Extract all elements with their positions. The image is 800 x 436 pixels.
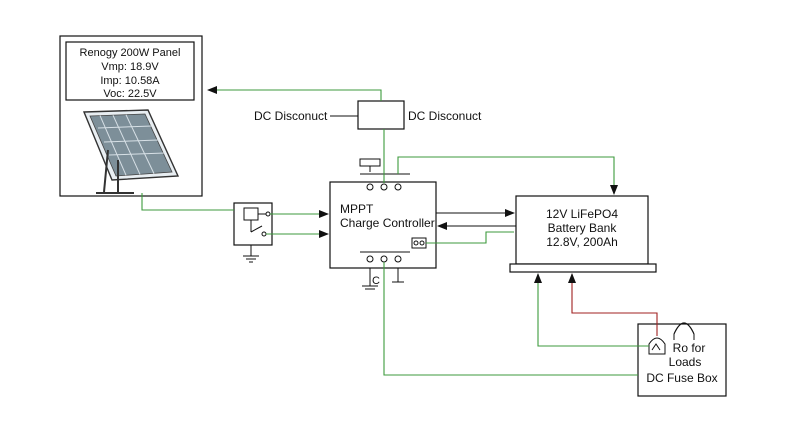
battery-base <box>509 263 657 273</box>
fusebox-line3: DC Fuse Box <box>646 371 717 385</box>
terminal-icon <box>394 183 402 191</box>
terminal-icon <box>366 183 374 191</box>
controller-box <box>329 181 437 269</box>
battery-box <box>515 195 649 265</box>
ground-icon <box>243 255 259 263</box>
wire-fusebox-battery-green <box>534 273 649 347</box>
panel-vmp: Vmp: 18.9V <box>101 61 159 73</box>
disconnect-box <box>357 100 405 130</box>
disconnect-left-label: DC Disconuct <box>254 109 328 123</box>
battery-line1: 12V LiFePO4 <box>546 207 618 221</box>
terminal-icon <box>366 255 374 263</box>
wire-panel-combiner <box>141 193 234 211</box>
battery-line2: Battery Bank <box>548 221 618 235</box>
terminal-icon <box>380 255 388 263</box>
disconnect-right-label: DC Disconuct <box>408 109 482 123</box>
controller-line2: Charge Controller <box>340 216 435 230</box>
dc-fuse-box: Ro for Loads DC Fuse Box <box>637 322 727 397</box>
battery-bank: 12V LiFePO4 Battery Bank 12.8V, 200Ah <box>509 195 657 273</box>
dc-disconnect: DC Disconuct DC Disconuct <box>254 100 482 130</box>
wire-panel-disconnect <box>207 86 382 101</box>
solar-panel-icon <box>82 109 180 194</box>
controller-ground-label: C <box>372 275 380 287</box>
panel-imp: Imp: 10.58A <box>100 75 160 87</box>
wires <box>141 86 658 376</box>
terminal-icon <box>394 255 402 263</box>
wire-controller-battery-3 <box>426 231 514 244</box>
ground-icon <box>362 285 378 290</box>
terminal-block-icon <box>359 158 381 167</box>
panel-voc: Voc: 22.5V <box>103 88 157 100</box>
wire-controller-battery-top <box>397 156 618 195</box>
panel-title: Renogy 200W Panel <box>80 47 181 59</box>
loop-icon <box>673 322 695 335</box>
terminal-icon <box>380 183 388 191</box>
controller-line1: MPPT <box>340 202 374 216</box>
panel-spec-box <box>65 41 195 101</box>
battery-line3: 12.8V, 200Ah <box>546 235 618 249</box>
combiner-box <box>233 202 273 263</box>
wire-controller-fusebox <box>383 262 638 376</box>
wire-fusebox-battery-red <box>568 273 658 336</box>
fusebox-line2: Loads <box>669 355 702 369</box>
charge-controller: MPPT Charge Controller C <box>329 158 437 290</box>
solar-panel: Renogy 200W Panel Vmp: 18.9V Imp: 10.58A… <box>59 35 203 197</box>
fusebox-line1: Ro for <box>673 341 706 355</box>
